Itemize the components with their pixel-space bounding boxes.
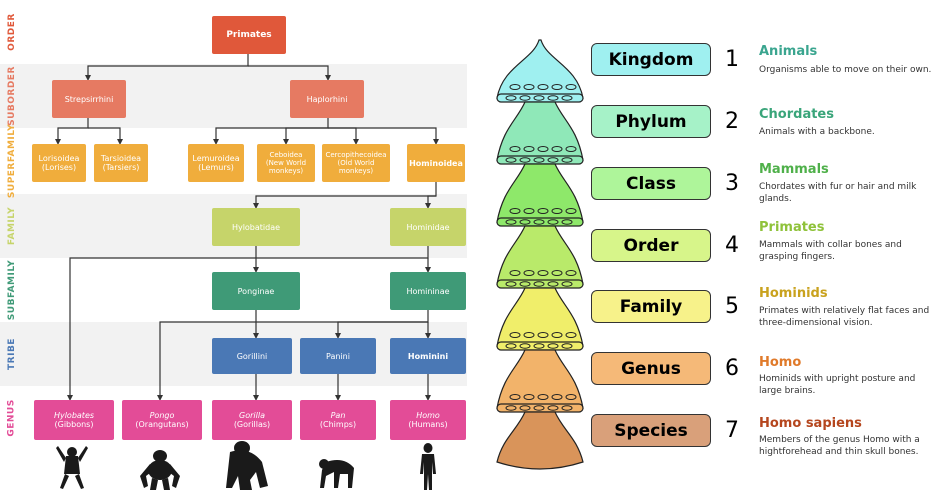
rank-desc-homo-sapiens: Members of the genus Homo with a hightfo… (759, 435, 920, 457)
gorilla-silhouette (226, 441, 268, 490)
rank-number-2: 2 (725, 109, 739, 134)
rank-box-phylum: Phylum (591, 105, 711, 138)
tree-connectors (55, 54, 439, 401)
rank-number-3: 3 (725, 171, 739, 196)
taxonomic-ranks-funnel: Kingdom Phylum Class Order Family Genus … (467, 0, 952, 504)
rank-box-species: Species (591, 414, 711, 447)
rank-desc-hominids: Primates with relatively flat faces and … (759, 306, 930, 328)
node-pongo: Pongo(Orangutans) (122, 400, 202, 440)
node-pan: Pan(Chimps) (300, 400, 376, 440)
flask-stack (496, 39, 584, 470)
node-hylobatidae: Hylobatidae (212, 208, 300, 246)
rank-name-mammals: Mammals (759, 162, 829, 177)
node-gorilla: Gorilla(Gorillas) (212, 400, 292, 440)
node-hominoidea: Hominoidea (407, 144, 465, 182)
orangutan-silhouette (140, 450, 180, 490)
human-silhouette (420, 443, 436, 490)
rank-box-order: Order (591, 229, 711, 262)
rank-name-chordates: Chordates (759, 107, 834, 122)
node-hominini: Hominini (390, 338, 466, 374)
rank-number-4: 4 (725, 233, 739, 258)
node-hominidae: Hominidae (390, 208, 466, 246)
node-homo: Homo(Humans) (390, 400, 466, 440)
node-homininae: Homininae (390, 272, 466, 310)
rank-box-class: Class (591, 167, 711, 200)
primate-taxonomy-tree: ORDER SUBORDER SUPERFAMILY FAMILY SUBFAM… (0, 0, 467, 504)
primate-silhouettes (56, 441, 436, 490)
rank-desc-mammals: Chordates with fur or hair and milk glan… (759, 182, 917, 204)
flask-species (496, 411, 584, 470)
node-haplorhini: Haplorhini (290, 80, 364, 118)
rank-box-genus: Genus (591, 352, 711, 385)
rank-name-primates: Primates (759, 220, 825, 235)
gibbon-silhouette (56, 446, 88, 489)
rank-desc-animals: Organisms able to move on their own. (759, 65, 932, 75)
node-panini: Panini (300, 338, 376, 374)
rank-number-6: 6 (725, 356, 739, 381)
rank-box-kingdom: Kingdom (591, 43, 711, 76)
node-hylobates: Hylobates(Gibbons) (34, 400, 114, 440)
rank-name-hominids: Hominids (759, 286, 828, 301)
node-ponginae: Ponginae (212, 272, 300, 310)
rank-box-family: Family (591, 290, 711, 323)
rank-name-homo-sapiens: Homo sapiens (759, 416, 862, 431)
rank-name-animals: Animals (759, 44, 818, 59)
chimp-silhouette (319, 459, 354, 488)
node-strepsirrhini: Strepsirrhini (52, 80, 126, 118)
node-primates: Primates (212, 16, 286, 54)
node-gorillini: Gorillini (212, 338, 292, 374)
rank-name-homo: Homo (759, 355, 802, 370)
rank-number-1: 1 (725, 47, 739, 72)
rank-number-7: 7 (725, 418, 739, 443)
rank-number-5: 5 (725, 294, 739, 319)
rank-desc-primates: Mammals with collar bones and grasping f… (759, 240, 902, 262)
node-lemuroidea: Lemuroidea(Lemurs) (188, 144, 244, 182)
node-lorisoidea: Lorisoidea(Lorises) (32, 144, 86, 182)
rank-desc-chordates: Animals with a backbone. (759, 127, 875, 137)
node-tarsioidea: Tarsioidea(Tarsiers) (94, 144, 148, 182)
rank-desc-homo: Hominids with upright posture and large … (759, 374, 916, 396)
